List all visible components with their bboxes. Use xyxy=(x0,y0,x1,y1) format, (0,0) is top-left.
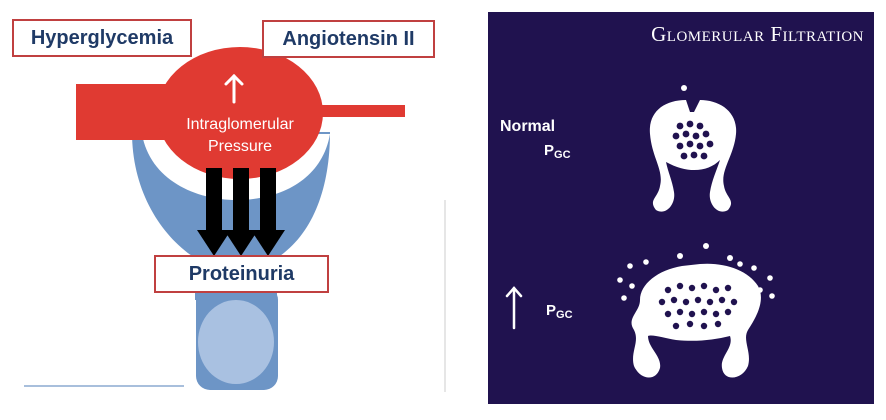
panel-divider xyxy=(444,200,446,392)
tubule-lumen xyxy=(198,300,274,384)
increase-arrow-icon xyxy=(224,73,244,104)
glomerulus-body xyxy=(157,47,323,179)
slide-title: Glomerular Filtration xyxy=(651,22,864,46)
increased-glomerulus-illustration xyxy=(617,243,775,378)
pgc-sub: GC xyxy=(556,309,573,321)
glomerulus-schematic xyxy=(24,47,405,390)
pgc-sub: GC xyxy=(554,149,571,161)
hyperglycemia-label: Hyperglycemia xyxy=(12,19,192,57)
down-arrow-icon xyxy=(197,168,231,256)
pressure-line-1: Intraglomerular xyxy=(186,116,294,133)
pressure-label: Intraglomerular Pressure xyxy=(150,114,330,158)
down-arrow-icon xyxy=(224,168,258,256)
pgc-main: P xyxy=(544,142,555,159)
proteinuria-label: Proteinuria xyxy=(154,255,329,293)
pgc-main: P xyxy=(546,302,557,319)
pgc-label-normal: PGC xyxy=(544,142,571,161)
down-arrow-icon xyxy=(251,168,285,256)
normal-glomerulus-illustration xyxy=(649,85,737,212)
angiotensin-label: Angiotensin II xyxy=(262,20,435,58)
normal-label: Normal xyxy=(500,118,556,135)
protein-leak-arrows xyxy=(197,168,285,256)
slide-background xyxy=(488,12,874,404)
schematic-panel: Intraglomerular Pressure Hyperglycemia A… xyxy=(12,19,435,390)
pressure-line-2: Pressure xyxy=(207,138,273,155)
increase-arrow-icon xyxy=(505,286,523,330)
pgc-label-increased: PGC xyxy=(546,302,573,321)
